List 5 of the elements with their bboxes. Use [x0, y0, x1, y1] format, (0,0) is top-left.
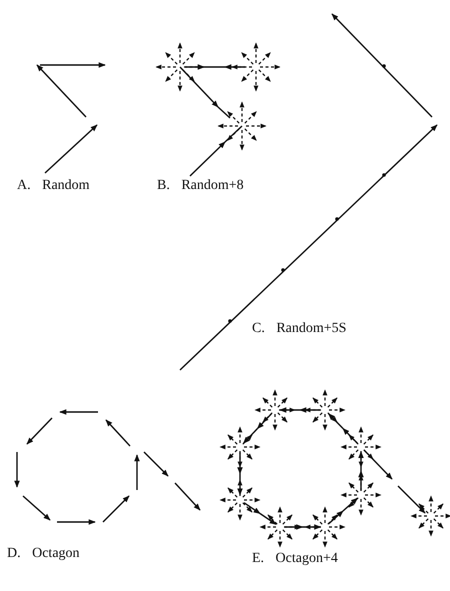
figure-caption: A. Random: [17, 178, 90, 194]
figure-caption: D. Octagon: [7, 546, 80, 562]
figure-caption: E. Octagon+4: [252, 551, 338, 567]
figure-caption: B. Random+8: [157, 178, 244, 194]
figure-caption: C. Random+5S: [252, 321, 346, 337]
